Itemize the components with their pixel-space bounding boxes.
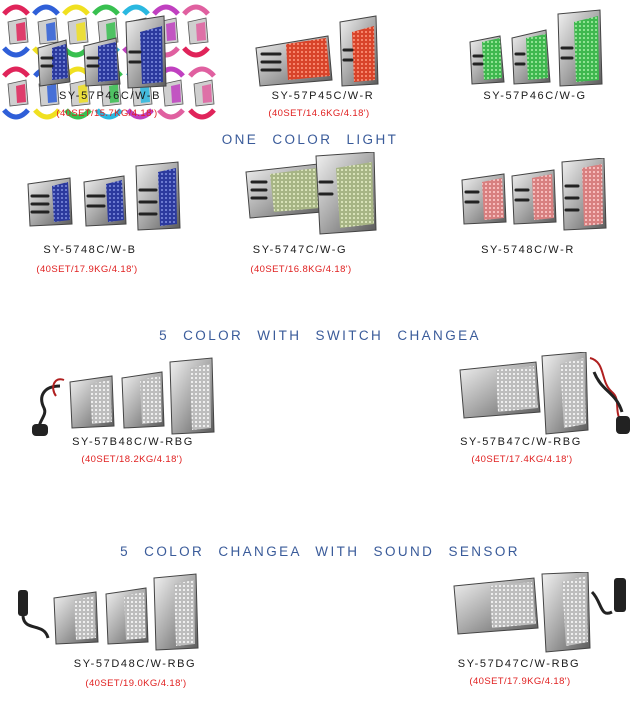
product-packing: (40SET/14.6KG/4.18') [268,108,370,119]
product-code: SY-57P46C/W-B [58,90,162,102]
pedal-set-5748c-blue-image [24,160,184,232]
product-code: SY-57P46C/W-G [483,90,587,102]
product-packing: (40SET/17.4KG/4.18') [471,454,573,465]
section-heading-sound: 5 COLOR CHANGEA WITH SOUND SENSOR [120,544,520,559]
color-cycle-unit [32,4,60,58]
product-code: SY-57P45C/W-R [271,90,375,102]
pedal-set-57p45c-red-image [252,14,382,88]
pedal-set-57p46c-green-image [466,8,606,88]
pedal-set-57p46c-blue-image [30,12,170,90]
color-cycle-unit [157,66,185,120]
color-cycle-unit [188,66,216,120]
product-code: SY-5747C/W-G [252,244,348,256]
color-cycle-unit [182,4,210,58]
product-code: SY-57D48C/W-RBG [73,658,197,670]
pedal-set-57d47c-rbg-image [450,572,636,656]
product-code: SY-57B47C/W-RBG [460,436,582,448]
pedal-set-57d48c-rbg-image [14,572,204,654]
product-packing: (40SET/17.9KG/4.18') [469,676,571,687]
section-heading-switch: 5 COLOR WITH SWITCH CHANGEA [159,328,481,343]
product-packing: (40SET/18.2KG/4.18') [81,454,183,465]
product-code: SY-5748C/W-B [43,244,137,256]
product-packing: (40SET/15.7KG/4.18') [56,108,158,119]
product-packing: (40SET/16.8KG/4.18') [250,264,352,275]
product-code: SY-57D47C/W-RBG [457,658,581,670]
pedal-set-57b47c-rbg-image [456,352,632,438]
pedal-set-5747c-green-image [240,152,380,236]
product-packing: (40SET/17.9KG/4.18') [36,264,138,275]
color-cycle-unit [2,4,30,58]
section-heading-one-color: ONE COLOR LIGHT [221,132,399,147]
product-code: SY-57B48C/W-RBG [72,436,194,448]
product-code: SY-5748C/W-R [481,244,575,256]
product-packing: (40SET/19.0KG/4.18') [85,678,187,689]
pedal-set-5748c-red-image [460,158,610,232]
color-cycle-unit [2,66,30,120]
color-cycle-unit [33,66,61,120]
pedal-set-57b48c-rbg-image [30,356,220,438]
